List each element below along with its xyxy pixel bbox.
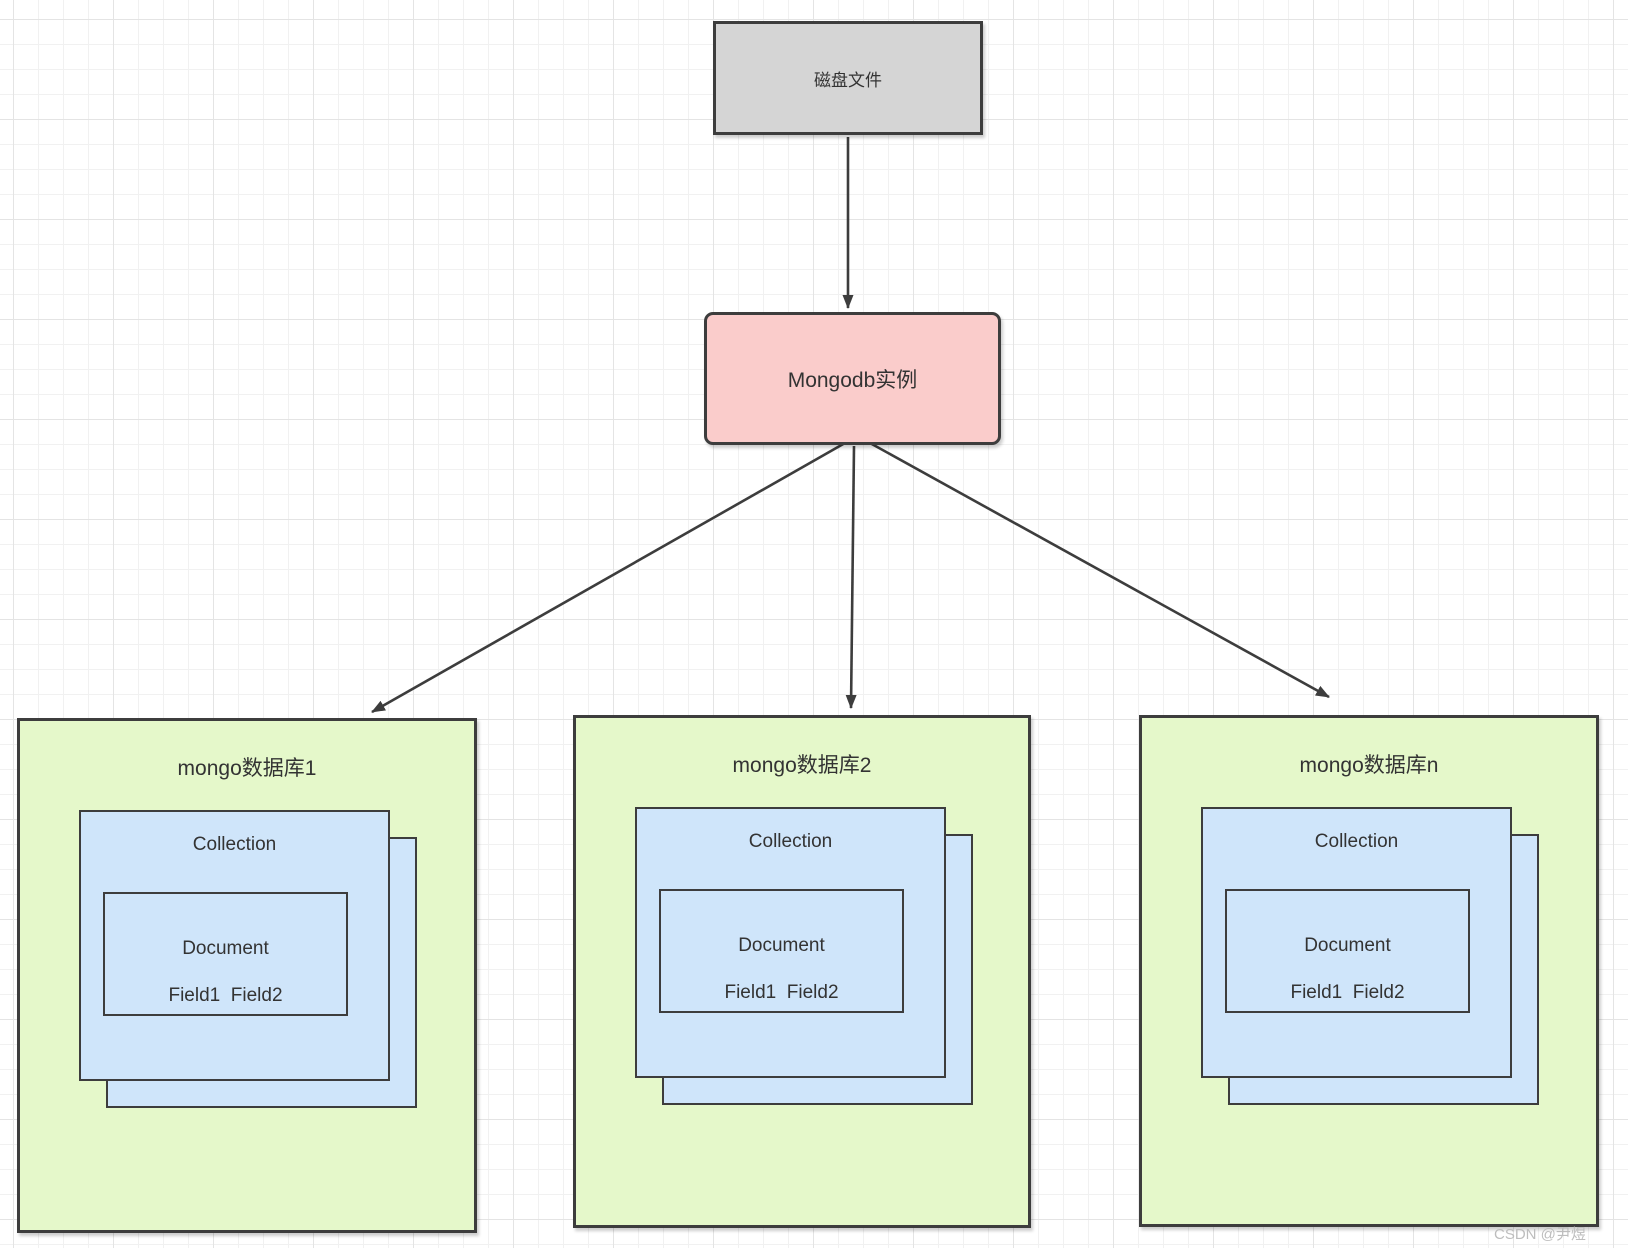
disk-file-label: 磁盘文件 — [814, 70, 882, 90]
csdn-watermark: CSDN @尹煜 — [1494, 1226, 1586, 1243]
document-label: Document — [1304, 935, 1391, 956]
database-node-1: mongo数据库1 Collection Document Field1 Fie… — [17, 718, 477, 1233]
database-title: mongo数据库2 — [732, 754, 872, 777]
database-title: mongo数据库1 — [177, 757, 317, 780]
document-fields-label: Field1 Field2 — [724, 982, 839, 1003]
collection-box: Collection Document Field1 Field2 — [79, 810, 390, 1081]
database-node-2: mongo数据库2 Collection Document Field1 Fie… — [573, 715, 1031, 1228]
document-box: Document Field1 Field2 — [103, 892, 348, 1016]
mongodb-instance-label: Mongodb实例 — [787, 368, 918, 392]
document-fields-label: Field1 Field2 — [1290, 982, 1405, 1003]
edge-instance-to-database-1 — [371, 441, 846, 714]
document-label: Document — [182, 938, 269, 959]
disk-file-node: 磁盘文件 — [713, 21, 983, 135]
database-node-n: mongo数据库n Collection Document Field1 Fie… — [1139, 715, 1599, 1227]
database-title: mongo数据库n — [1299, 754, 1439, 777]
mongodb-instance-node: Mongodb实例 — [704, 312, 1001, 445]
document-box: Document Field1 Field2 — [659, 889, 904, 1013]
edge-instance-to-database-2 — [845, 445, 857, 709]
document-label: Document — [738, 935, 825, 956]
edge-instance-to-database-n — [869, 441, 1330, 699]
document-fields-label: Field1 Field2 — [168, 985, 283, 1006]
collection-box: Collection Document Field1 Field2 — [1201, 807, 1512, 1078]
document-box: Document Field1 Field2 — [1225, 889, 1470, 1013]
collection-label: Collection — [748, 831, 833, 852]
collection-label: Collection — [192, 834, 277, 855]
collection-box: Collection Document Field1 Field2 — [635, 807, 946, 1078]
collection-label: Collection — [1314, 831, 1399, 852]
